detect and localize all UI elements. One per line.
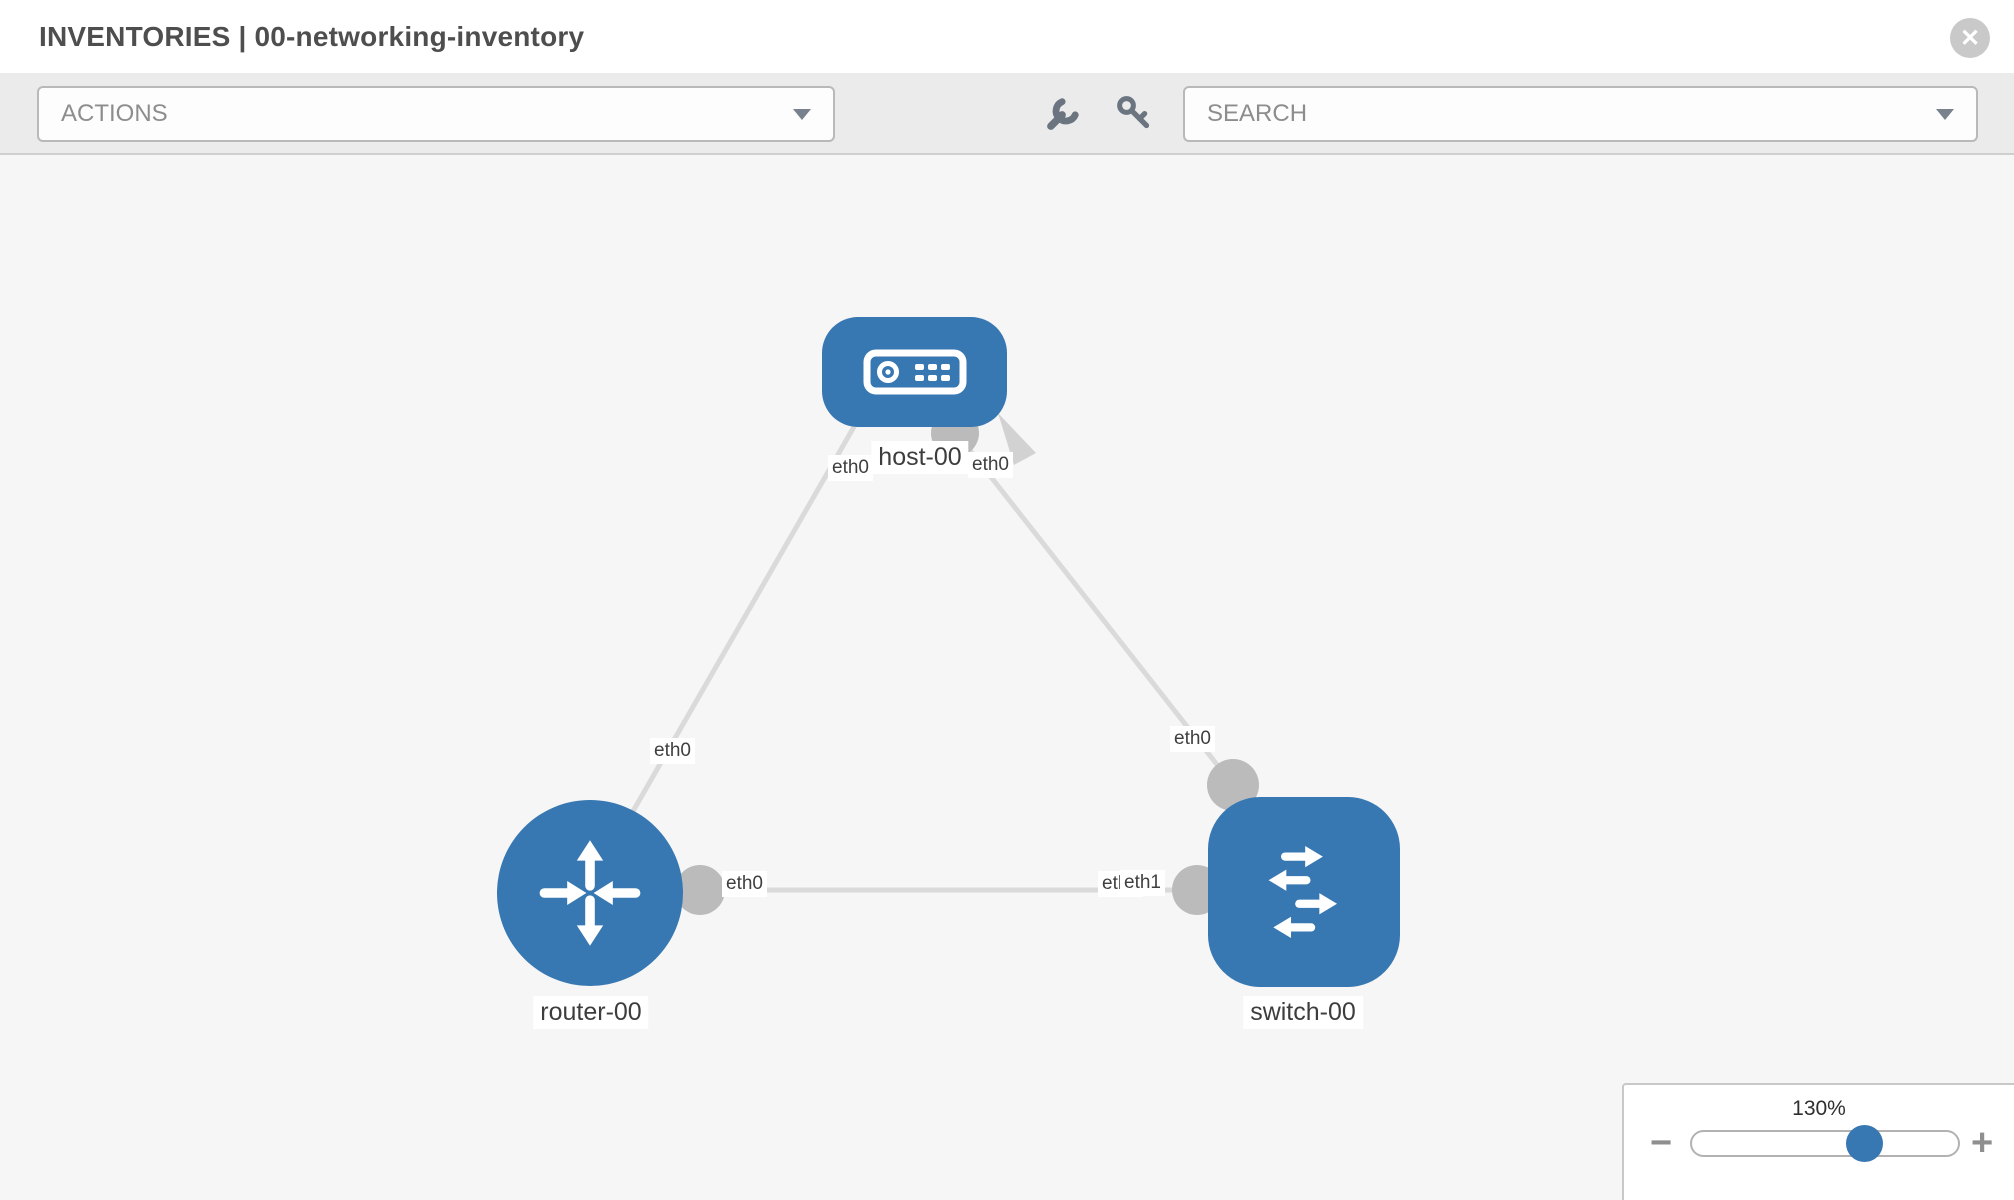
node-router-00[interactable] xyxy=(497,800,683,986)
node-label-switch: switch-00 xyxy=(1243,996,1363,1029)
zoom-out-button[interactable]: − xyxy=(1650,1122,1673,1164)
close-icon[interactable]: ✕ xyxy=(1950,18,1990,58)
node-label-router: router-00 xyxy=(533,996,649,1029)
actions-dropdown-label: ACTIONS xyxy=(61,100,168,127)
actions-dropdown[interactable]: ACTIONS xyxy=(37,86,835,142)
zoom-level-label: 130% xyxy=(1792,1097,1846,1120)
wrench-icon[interactable] xyxy=(1044,93,1084,133)
if-label-router-eth0: eth0 xyxy=(722,871,767,897)
if-label-host-eth0-left: eth0 xyxy=(828,455,873,481)
router-icon xyxy=(539,840,641,946)
if-label-host-eth0-right: eth0 xyxy=(968,452,1013,478)
title-bar: INVENTORIES | 00-networking-inventory ✕ xyxy=(0,0,2014,73)
if-label-switch-eth0: eth0 xyxy=(1170,726,1215,752)
page-title: INVENTORIES | 00-networking-inventory xyxy=(39,21,585,52)
zoom-slider-handle[interactable] xyxy=(1846,1125,1883,1162)
interface-dot-router-eth0 xyxy=(675,865,725,915)
zoom-in-button[interactable]: + xyxy=(1971,1122,1994,1164)
toolbar: ACTIONS SEARCH xyxy=(0,73,2014,155)
switch-icon xyxy=(1268,845,1338,939)
chevron-down-icon xyxy=(1936,109,1954,120)
node-switch-00[interactable] xyxy=(1208,797,1400,987)
search-placeholder: SEARCH xyxy=(1207,100,1308,127)
links-layer xyxy=(629,409,1259,915)
search-dropdown[interactable]: SEARCH xyxy=(1183,86,1978,142)
link-arrowhead xyxy=(998,413,1036,465)
topology-canvas[interactable]: host-00 router-00 switch-00 eth0 eth0 et… xyxy=(0,155,2014,1200)
key-icon[interactable] xyxy=(1114,93,1154,133)
node-host-00[interactable] xyxy=(822,317,1007,427)
chevron-down-icon xyxy=(793,109,811,120)
if-label-router-eth0-uplink: eth0 xyxy=(650,738,695,764)
zoom-slider-track[interactable] xyxy=(1690,1130,1960,1157)
zoom-panel: 130% − + xyxy=(1622,1083,2014,1200)
node-label-host: host-00 xyxy=(871,441,969,474)
if-label-switch-eth1: eth1 xyxy=(1120,870,1165,896)
host-icon xyxy=(863,349,966,395)
